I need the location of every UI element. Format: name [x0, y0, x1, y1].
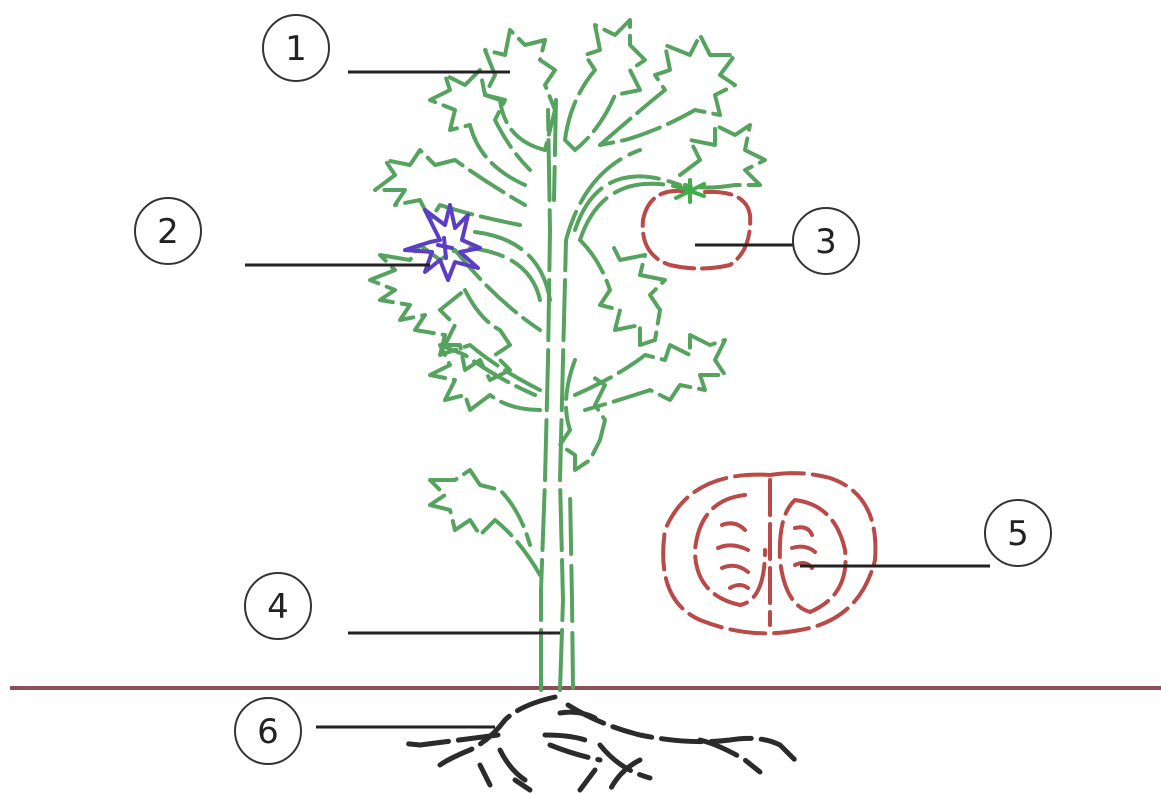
- callout-number: 5: [1007, 514, 1029, 554]
- leaf-upper-left: [430, 70, 530, 185]
- fruit-outline: [643, 191, 750, 269]
- leaf-top-middle: [565, 20, 645, 150]
- root-main: [440, 697, 800, 765]
- callout-number: 1: [285, 29, 307, 69]
- callout-number: 6: [257, 712, 279, 752]
- callout-4: 4: [245, 573, 311, 639]
- tomato-roots: [400, 697, 800, 790]
- callout-1: 1: [263, 15, 329, 81]
- tomato-fruit: [643, 191, 750, 269]
- callouts: 1 2 3 4 5 6: [135, 15, 1051, 764]
- tomato-plant: [370, 20, 765, 690]
- flower-branch: [470, 232, 550, 300]
- callout-3: 3: [793, 208, 859, 274]
- leaf-mid-right: [680, 125, 765, 188]
- tomato-cross-section: [663, 473, 875, 633]
- callout-number: 3: [815, 222, 837, 262]
- callout-2: 2: [135, 198, 201, 264]
- root-branches: [400, 712, 760, 790]
- leaf-top-center: [485, 30, 555, 150]
- cross-section-right-chamber: [780, 500, 846, 612]
- callout-number: 4: [267, 587, 289, 627]
- callout-number: 2: [157, 212, 179, 252]
- leaf-lower-right-hanging: [560, 360, 605, 470]
- callout-6: 6: [235, 698, 301, 764]
- callout-5: 5: [985, 500, 1051, 566]
- leaf-bottom-left: [430, 470, 540, 575]
